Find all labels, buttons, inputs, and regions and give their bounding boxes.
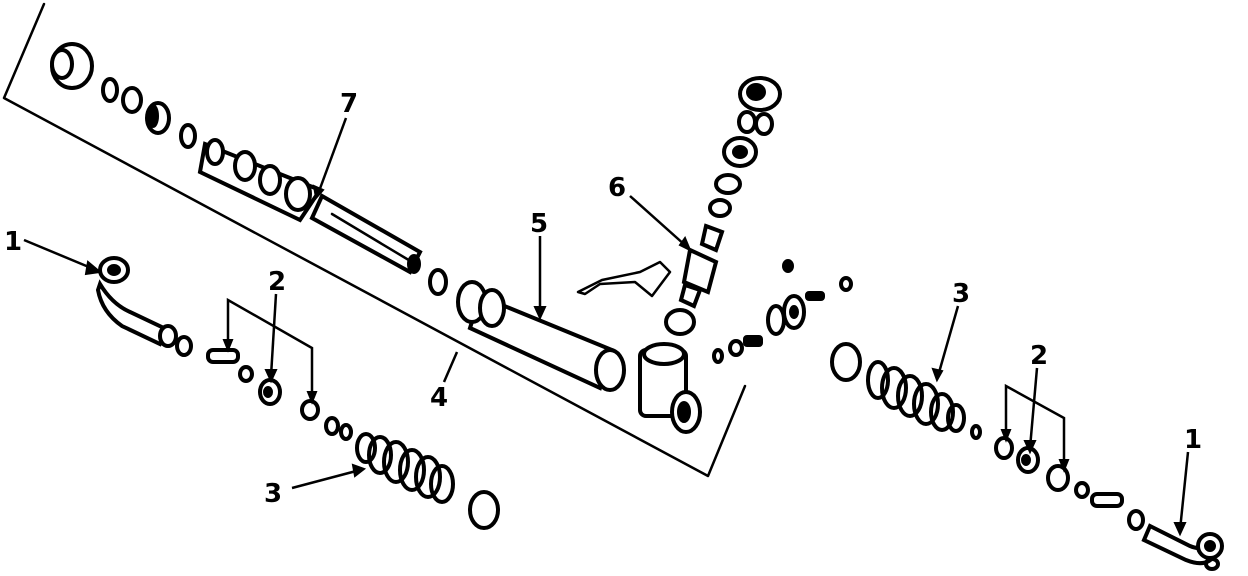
tie-rod-end-left (95, 256, 193, 357)
rack-seal-kit (50, 42, 197, 149)
pinion-valve (576, 76, 782, 336)
inner-tie-rod-parts-right (994, 436, 1145, 531)
callout-inner-parts-right: 2 (1030, 341, 1048, 371)
callout-rack: 7 (340, 89, 358, 119)
callout-rack-assembly: 4 (430, 383, 448, 413)
callout-boot-right: 3 (952, 279, 970, 309)
mounting-hardware (712, 259, 853, 364)
callout-pinion-valve: 6 (608, 173, 626, 203)
inner-tie-rod-parts-left (206, 348, 353, 441)
callout-boot-left: 3 (264, 479, 282, 509)
tie-rod-end-right (1141, 523, 1224, 571)
boot-left (355, 432, 500, 530)
callout-tie-rod-end-right: 1 (1184, 425, 1202, 455)
boot-right (830, 342, 982, 440)
rack-housing (456, 280, 702, 434)
callout-housing: 5 (530, 209, 548, 239)
leader-lines (23, 117, 1190, 537)
callout-inner-parts-left: 2 (268, 267, 286, 297)
callout-tie-rod-end-left: 1 (4, 227, 22, 257)
callout-labels: 1 2 3 4 5 6 7 3 2 1 (4, 89, 1202, 509)
rack-assembly-bracket (2, 2, 747, 478)
rack-bar (197, 138, 448, 296)
